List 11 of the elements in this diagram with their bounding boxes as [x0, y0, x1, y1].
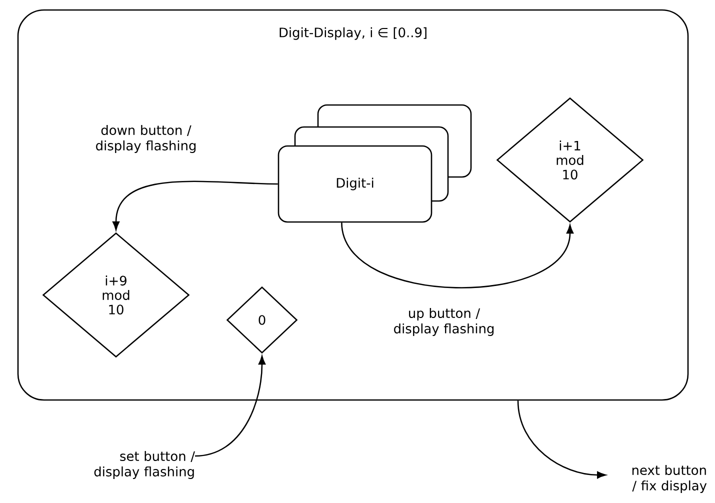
edge-label: down button / display flashing	[96, 125, 196, 153]
arrow	[194, 356, 266, 457]
arrow	[341, 222, 574, 288]
edge-label: next button / fix display	[632, 465, 707, 493]
arrow	[112, 180, 278, 230]
edge-label: set button / display flashing	[94, 451, 195, 479]
arrow	[517, 400, 606, 479]
edge-label: up button / display flashing	[394, 308, 494, 336]
state-title: Digit-Display, i ∈ [0..9]	[280, 27, 426, 40]
state-box	[17, 9, 689, 401]
stacked-state-box: Digit-i	[278, 104, 472, 223]
